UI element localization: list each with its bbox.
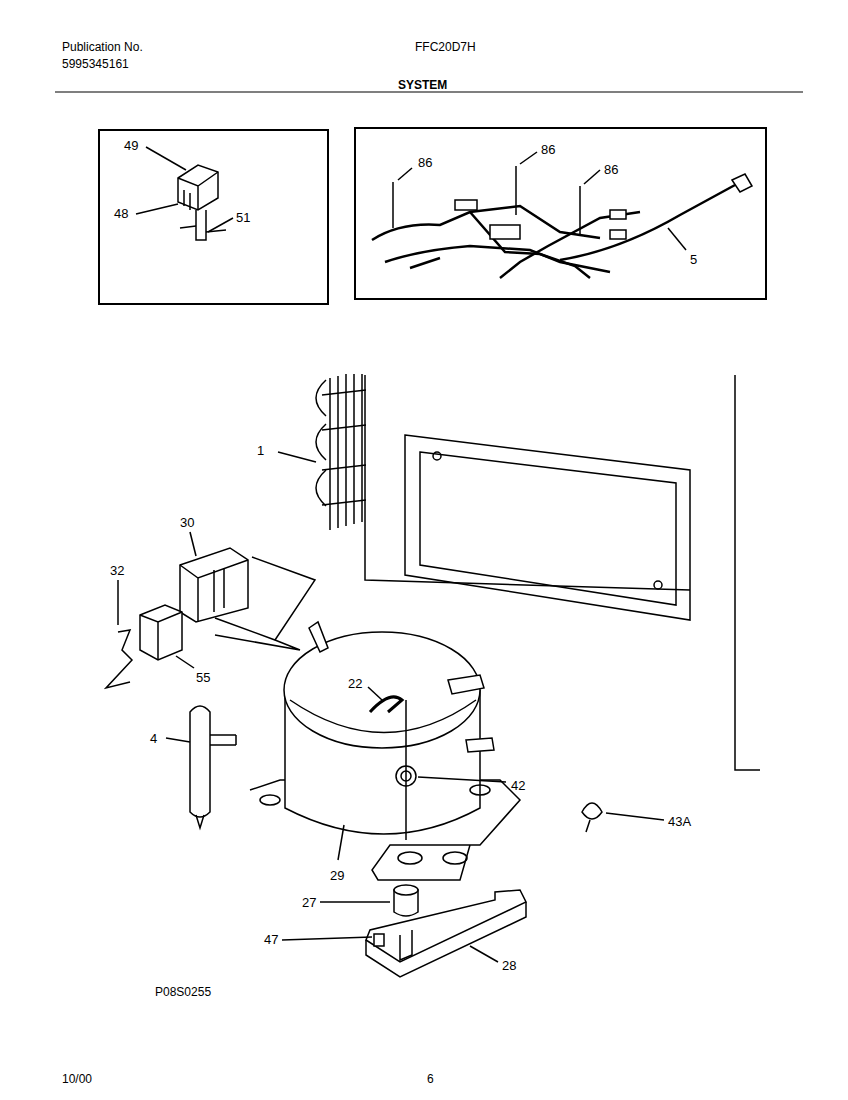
callout-number: 29 bbox=[330, 868, 344, 883]
publication-number: 5995345161 bbox=[62, 57, 129, 72]
callout-number: 32 bbox=[110, 563, 124, 578]
callout-number: 86 bbox=[418, 155, 432, 170]
callout-number: 5 bbox=[690, 252, 697, 267]
callout-number: 55 bbox=[196, 670, 210, 685]
callout-number: 27 bbox=[302, 895, 316, 910]
callout-number: 86 bbox=[604, 162, 618, 177]
callout-number: 47 bbox=[264, 932, 278, 947]
callout-number: 1 bbox=[257, 443, 264, 458]
callout-number: 48 bbox=[114, 206, 128, 221]
callout-number: 22 bbox=[348, 676, 362, 691]
callout-number: 4 bbox=[150, 731, 157, 746]
figure-code: P08S0255 bbox=[155, 985, 211, 1000]
section-title: SYSTEM bbox=[398, 78, 447, 93]
callout-number: 43A bbox=[668, 814, 691, 829]
publication-label: Publication No. bbox=[62, 40, 143, 55]
model-number: FFC20D7H bbox=[415, 40, 476, 55]
callout-number: 49 bbox=[124, 138, 138, 153]
callout-number: 28 bbox=[502, 958, 516, 973]
callout-number: 86 bbox=[541, 142, 555, 157]
callout-number: 51 bbox=[236, 210, 250, 225]
page-number: 6 bbox=[427, 1072, 434, 1087]
callout-number: 30 bbox=[180, 515, 194, 530]
date-code: 10/00 bbox=[62, 1072, 92, 1087]
callout-number: 42 bbox=[511, 778, 525, 793]
